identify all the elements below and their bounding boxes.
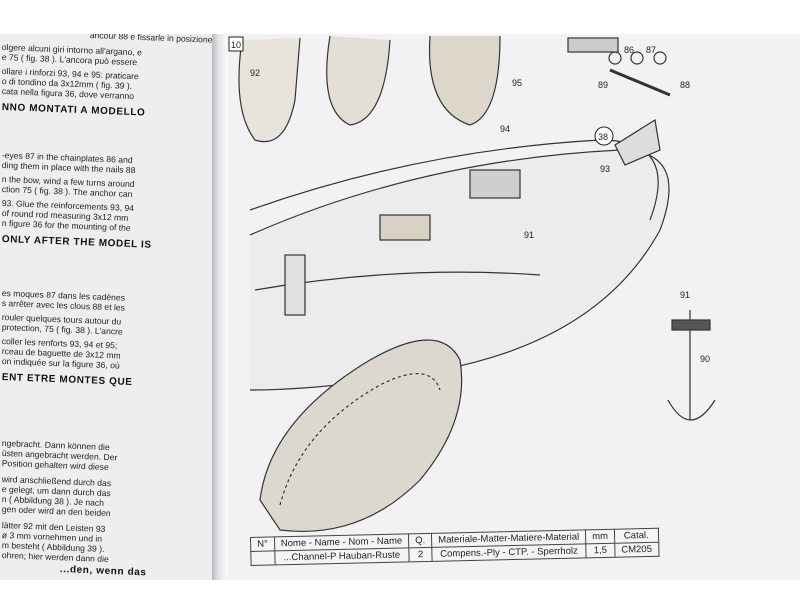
callout: 91: [524, 230, 534, 240]
callout: 89: [598, 80, 608, 90]
fig-number: 10: [231, 40, 241, 50]
table-cell: 2: [408, 547, 433, 562]
rudder-blade-95: [428, 35, 501, 126]
rudder: [259, 339, 463, 533]
background-bottom: [0, 580, 800, 600]
header-cell: Catal.: [614, 528, 659, 544]
callout: 95: [512, 78, 522, 88]
rudder-blade: [326, 35, 391, 126]
header-cell: N°: [250, 536, 275, 552]
page-binding: [212, 34, 228, 580]
callout: 86: [624, 45, 634, 55]
callout: 90: [700, 354, 710, 364]
background-top: [0, 0, 800, 34]
windlass: [469, 169, 521, 199]
table-cell: [250, 550, 275, 566]
table-cell: CM205: [614, 542, 659, 558]
fig-circle-label: 38: [598, 132, 608, 142]
fig-circle: [594, 126, 614, 146]
gunwale: [249, 139, 659, 221]
callout: 88: [680, 80, 690, 90]
callout: 93: [600, 164, 610, 174]
rudder-blade-92: [238, 37, 301, 143]
table-cell: 1,5: [585, 543, 615, 558]
left-page: ancour 88 e fissarle in posizione 86, mo…: [0, 34, 212, 580]
callout: 91: [680, 290, 690, 300]
table-cell: ...Channel-P Hauban-Ruste: [274, 547, 410, 565]
header-cell: Q.: [408, 533, 432, 548]
callout: 94: [500, 124, 510, 134]
callout: 92: [250, 68, 260, 78]
hull: [249, 149, 670, 391]
fig-number-box: [228, 36, 244, 52]
table-cell: Compens.-Ply - CTP. - Sperrholz: [431, 543, 587, 562]
callout: 87: [646, 45, 656, 55]
header-cell: mm: [585, 529, 615, 544]
